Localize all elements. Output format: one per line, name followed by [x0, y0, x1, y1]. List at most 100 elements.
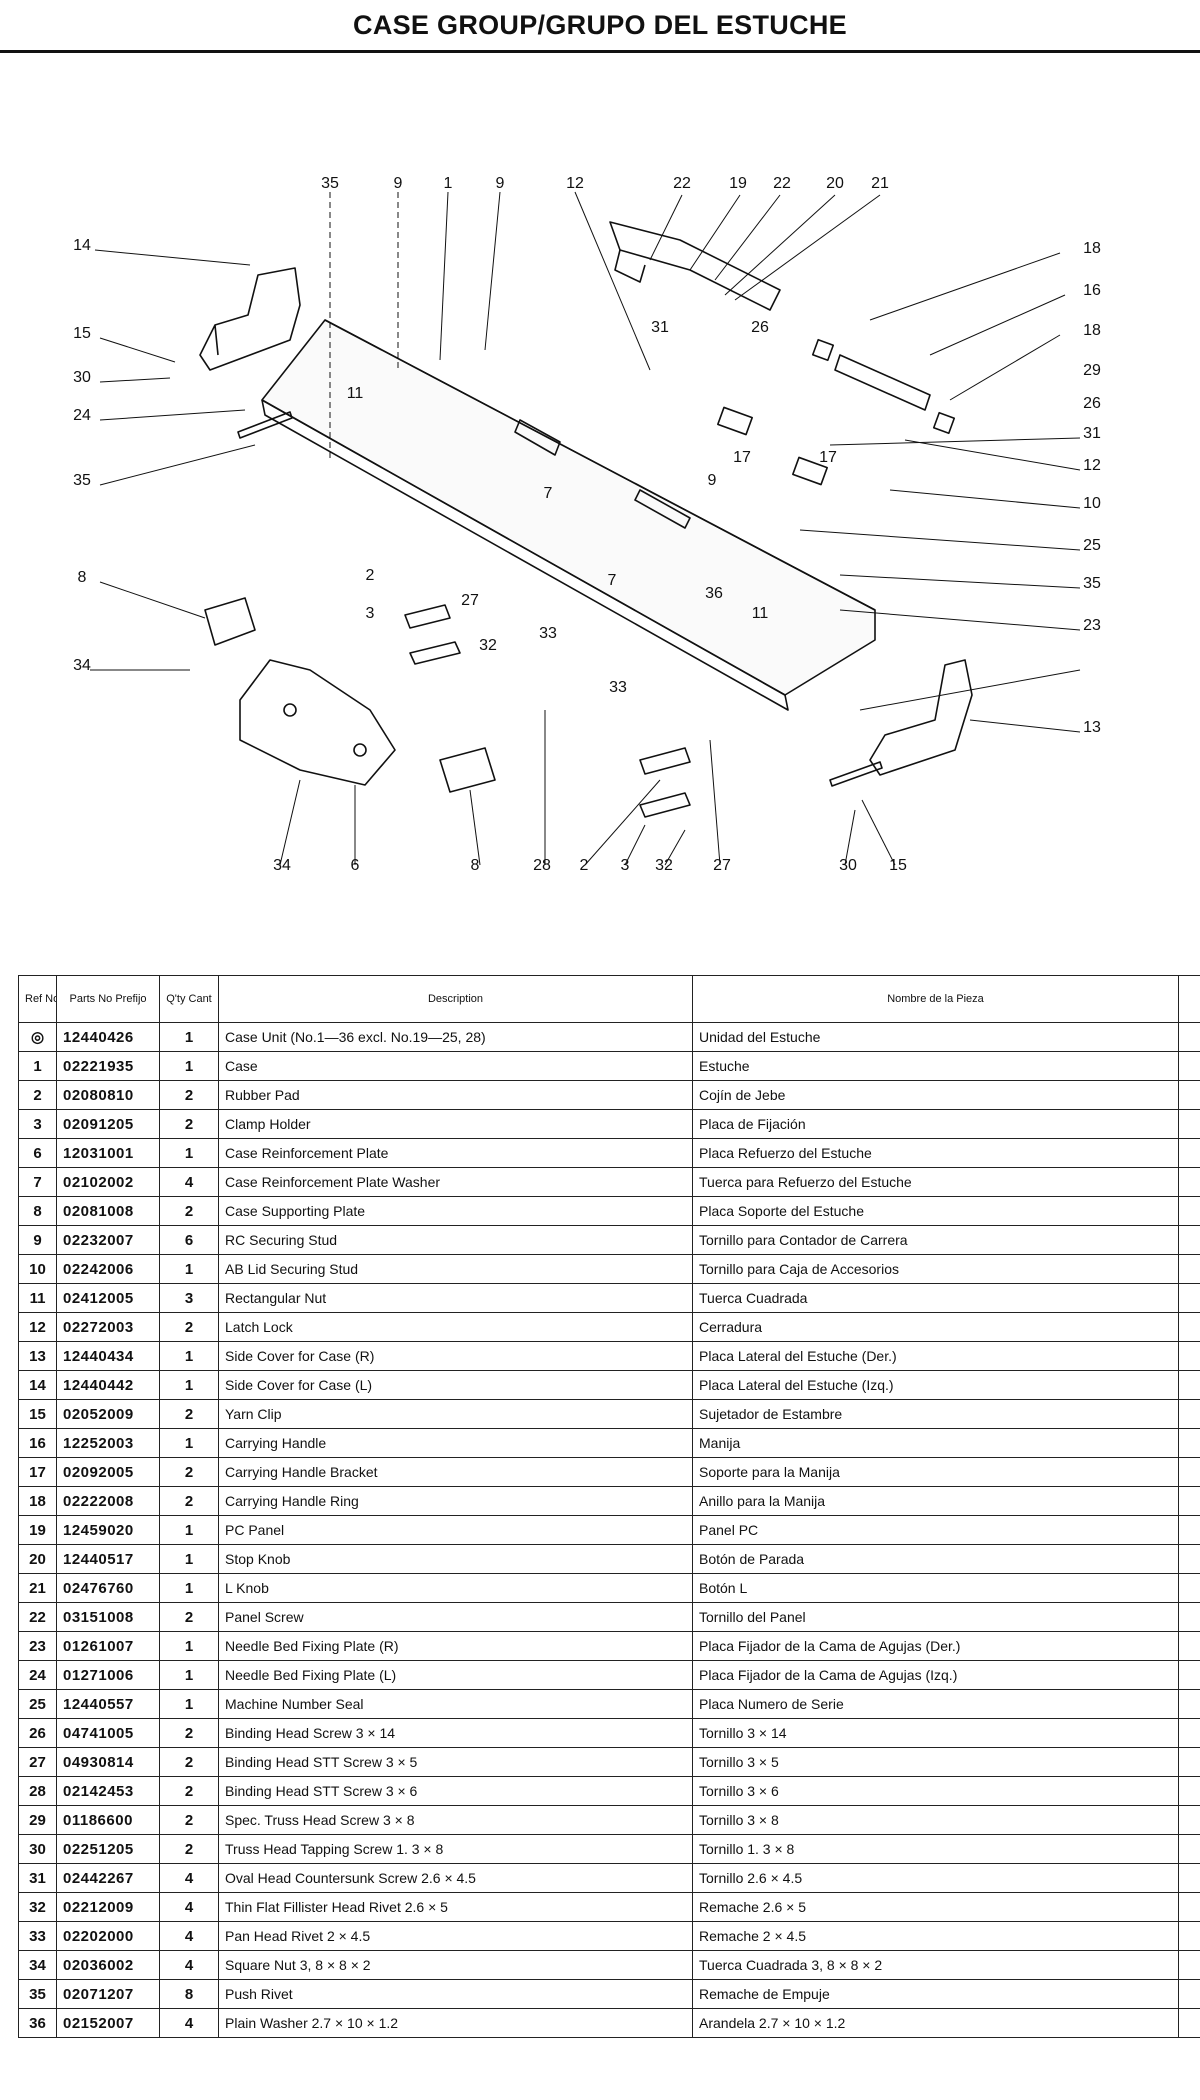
- row-ref: 33: [18, 1921, 57, 1951]
- row-description: Carrying Handle: [218, 1428, 693, 1458]
- row-extra: [1178, 1138, 1200, 1168]
- callout-label: 20: [826, 175, 844, 192]
- row-extra: [1178, 1631, 1200, 1661]
- row-quantity: 1: [159, 1544, 219, 1574]
- callout-label: 8: [471, 857, 480, 874]
- row-ref: 18: [18, 1486, 57, 1516]
- row-quantity: 2: [159, 1080, 219, 1110]
- row-quantity: 2: [159, 1399, 219, 1429]
- row-description: Binding Head STT Screw 3 × 5: [218, 1747, 693, 1777]
- title-rule: [0, 50, 1200, 53]
- row-description: Case Reinforcement Plate Washer: [218, 1167, 693, 1197]
- row-spanish-name: Cojín de Jebe: [692, 1080, 1179, 1110]
- callout-label: 34: [73, 657, 91, 674]
- row-part-number: 04930814: [56, 1747, 160, 1777]
- row-description: Rectangular Nut: [218, 1283, 693, 1313]
- row-spanish-name: Placa Numero de Serie: [692, 1689, 1179, 1719]
- row-ref: 15: [18, 1399, 57, 1429]
- row-ref: 9: [18, 1225, 57, 1255]
- row-extra: [1178, 1573, 1200, 1603]
- callout-label: 15: [73, 325, 91, 342]
- row-description: Needle Bed Fixing Plate (L): [218, 1660, 693, 1690]
- callout-label: 17: [819, 449, 837, 466]
- leader-lines: [90, 191, 1081, 866]
- row-description: Case Unit (No.1—36 excl. No.19—25, 28): [218, 1022, 693, 1052]
- row-description: Thin Flat Fillister Head Rivet 2.6 × 5: [218, 1892, 693, 1922]
- row-quantity: 4: [159, 1921, 219, 1951]
- row-part-number: 04741005: [56, 1718, 160, 1748]
- supporting-plates: [204, 597, 496, 793]
- row-spanish-name: Sujetador de Estambre: [692, 1399, 1179, 1429]
- callout-label: 18: [1083, 322, 1101, 339]
- row-spanish-name: Tornillo para Caja de Accesorios: [692, 1254, 1179, 1284]
- row-description: Rubber Pad: [218, 1080, 693, 1110]
- row-extra: [1178, 1051, 1200, 1081]
- row-description: L Knob: [218, 1573, 693, 1603]
- callout-label: 26: [751, 319, 769, 336]
- row-extra: [1178, 1776, 1200, 1806]
- row-part-number: 02152007: [56, 2008, 160, 2038]
- side-cover-left: [199, 267, 301, 371]
- row-description: Yarn Clip: [218, 1399, 693, 1429]
- row-part-number: 12031001: [56, 1138, 160, 1168]
- row-ref: 28: [18, 1776, 57, 1806]
- callout-label: 26: [1083, 395, 1101, 412]
- row-part-number: 02036002: [56, 1950, 160, 1980]
- row-extra: [1178, 1747, 1200, 1777]
- row-part-number: 02092005: [56, 1457, 160, 1487]
- row-description: Plain Washer 2.7 × 10 × 1.2: [218, 2008, 693, 2038]
- callout-label: 2: [366, 567, 375, 584]
- row-description: Push Rivet: [218, 1979, 693, 2009]
- row-spanish-name: Tuerca Cuadrada: [692, 1283, 1179, 1313]
- row-extra: [1178, 1283, 1200, 1313]
- row-ref: 30: [18, 1834, 57, 1864]
- row-ref: 16: [18, 1428, 57, 1458]
- row-extra: [1178, 1805, 1200, 1835]
- row-quantity: 6: [159, 1225, 219, 1255]
- header-qty: Q'ty Cant: [159, 975, 219, 1023]
- callout-label: 12: [566, 175, 584, 192]
- reinforcement-plate: [239, 659, 396, 786]
- row-spanish-name: Placa Fijador de la Cama de Agujas (Der.…: [692, 1631, 1179, 1661]
- row-quantity: 2: [159, 1486, 219, 1516]
- row-description: Panel Screw: [218, 1602, 693, 1632]
- callout-label: 33: [539, 625, 557, 642]
- row-ref: 3: [18, 1109, 57, 1139]
- row-extra: [1178, 1457, 1200, 1487]
- callout-label: 34: [273, 857, 291, 874]
- row-spanish-name: Tuerca para Refuerzo del Estuche: [692, 1167, 1179, 1197]
- callout-label: 11: [752, 605, 769, 622]
- row-spanish-name: Tornillo 3 × 6: [692, 1776, 1179, 1806]
- row-spanish-name: Panel PC: [692, 1515, 1179, 1545]
- row-part-number: 02202000: [56, 1921, 160, 1951]
- row-extra: [1178, 1428, 1200, 1458]
- row-spanish-name: Botón L: [692, 1573, 1179, 1603]
- row-extra: [1178, 1080, 1200, 1110]
- row-description: Side Cover for Case (L): [218, 1370, 693, 1400]
- row-part-number: 12440434: [56, 1341, 160, 1371]
- row-spanish-name: Remache 2 × 4.5: [692, 1921, 1179, 1951]
- row-spanish-name: Tornillo para Contador de Carrera: [692, 1225, 1179, 1255]
- row-part-number: 12440426: [56, 1022, 160, 1052]
- pc-panel: [609, 221, 781, 311]
- row-spanish-name: Tuerca Cuadrada 3, 8 × 8 × 2: [692, 1950, 1179, 1980]
- row-extra: [1178, 1109, 1200, 1139]
- row-part-number: 01271006: [56, 1660, 160, 1690]
- row-extra: [1178, 1515, 1200, 1545]
- row-part-number: 01186600: [56, 1805, 160, 1835]
- row-quantity: 2: [159, 1109, 219, 1139]
- parts-table-container: Ref No Parts No Prefijo Q'ty Cant Descri…: [18, 975, 1200, 2038]
- row-quantity: 2: [159, 1747, 219, 1777]
